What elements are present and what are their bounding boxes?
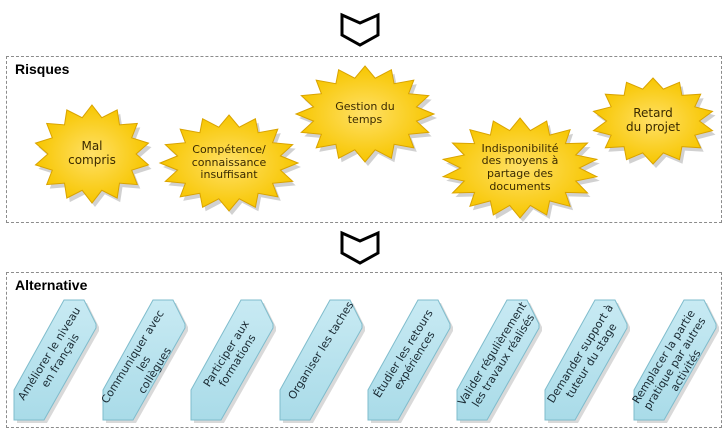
arrow-shape xyxy=(102,299,188,423)
star-shape xyxy=(592,77,716,168)
risk-star: Gestion du temps xyxy=(294,65,437,166)
risk-label: Indisponibilité des moyens à partage des… xyxy=(481,141,559,193)
alternative-arrow: Participer aux formations xyxy=(189,298,276,423)
star-shape xyxy=(441,117,600,222)
arrow-shape xyxy=(279,299,365,423)
star-shape xyxy=(158,114,301,215)
risk-label: Retard du projet xyxy=(625,106,681,134)
risks-title: Risques xyxy=(15,61,70,77)
risk-star: Compétence/ connaissance insuffisant xyxy=(158,114,301,215)
star-shape xyxy=(34,104,152,207)
arrow-shape xyxy=(456,299,542,423)
arrow-shape xyxy=(190,299,276,423)
alternative-arrow: Remplacer la partie pratique par autres … xyxy=(629,298,719,423)
risk-star: Mal compris xyxy=(34,104,152,207)
alternative-arrow: Valider régulièrement les travaux réalis… xyxy=(455,298,542,423)
star-shape xyxy=(294,65,437,166)
alternative-title: Alternative xyxy=(15,277,88,293)
arrow-shape xyxy=(367,299,453,423)
arrow-shape xyxy=(633,299,719,423)
chevron-down-icon xyxy=(338,11,382,49)
risk-label: Gestion du temps xyxy=(335,100,395,126)
alternative-arrow: Demander support à tuteur du stage xyxy=(543,298,630,423)
risk-label: Mal compris xyxy=(68,139,116,167)
alternative-arrow: Étudier les retours expériences xyxy=(366,298,453,423)
alternative-arrow: Améliorer le niveau en français xyxy=(12,298,99,423)
chevron-down-icon xyxy=(338,229,382,267)
risk-label: Compétence/ connaissance insuffisant xyxy=(191,143,267,182)
risk-star: Indisponibilité des moyens à partage des… xyxy=(441,117,600,222)
arrow-shape xyxy=(13,299,99,423)
alternative-arrow: Communiquer avec les collègues xyxy=(98,298,188,423)
alternative-arrow: Organiser les taches xyxy=(278,298,365,423)
arrow-shape xyxy=(544,299,630,423)
risk-star: Retard du projet xyxy=(592,77,716,168)
